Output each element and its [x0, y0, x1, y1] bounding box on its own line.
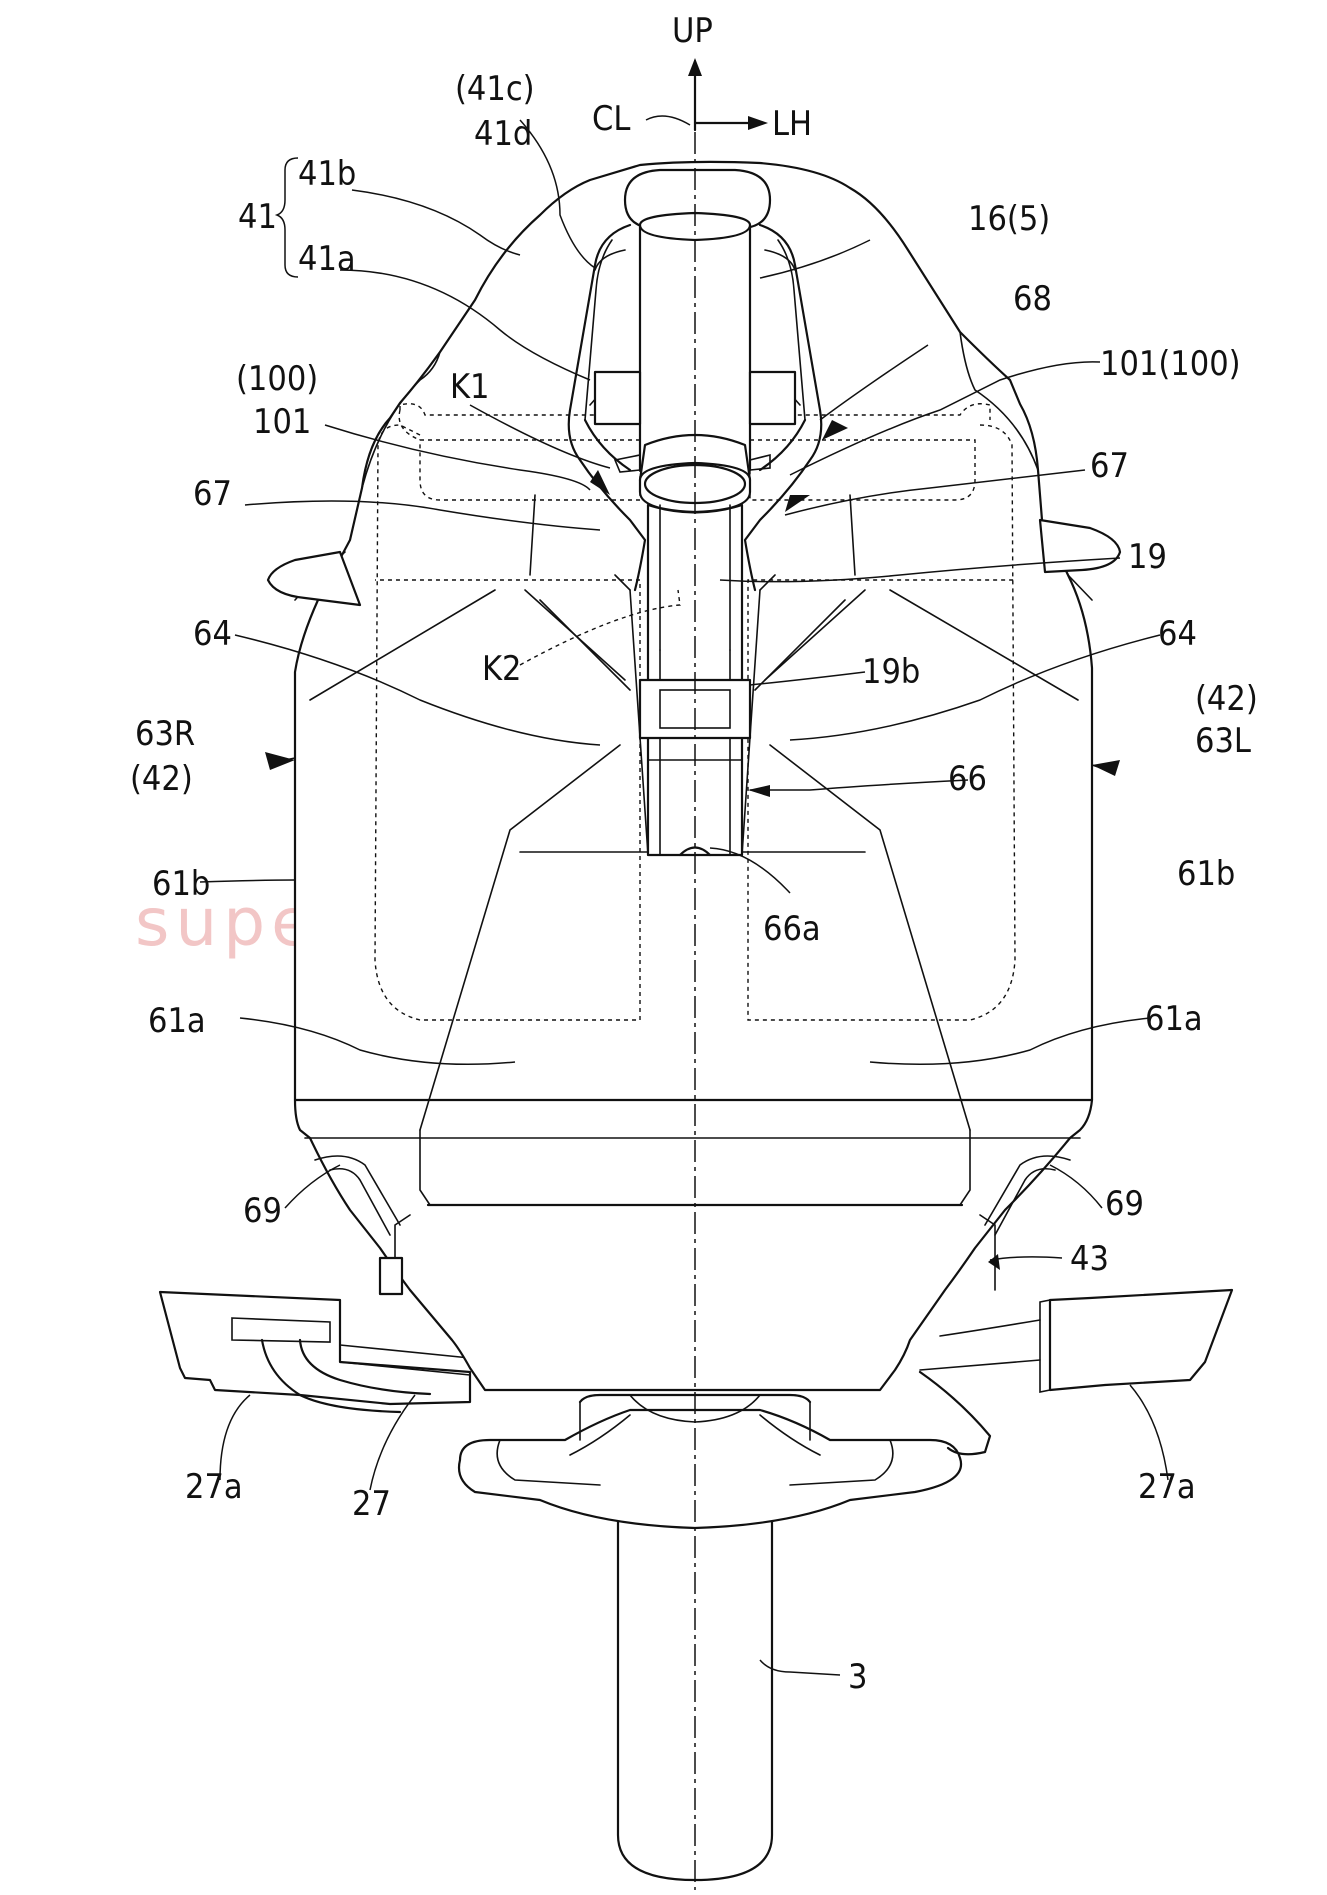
label-67-right: 67 [1090, 446, 1129, 486]
label-41a: 41a [298, 239, 356, 279]
label-63r: 63R [135, 714, 195, 754]
label-64-right: 64 [1158, 614, 1197, 654]
label-27: 27 [352, 1484, 391, 1524]
label-61b-right: 61b [1177, 854, 1235, 894]
label-64-left: 64 [193, 614, 232, 654]
label-cl: CL [592, 99, 630, 139]
label-101-left: 101 [253, 402, 311, 442]
label-19b: 19b [862, 652, 920, 692]
label-41: 41 [238, 197, 277, 237]
label-27a-right: 27a [1138, 1467, 1196, 1507]
label-3: 3 [848, 1657, 867, 1697]
label-k1: K1 [450, 367, 490, 407]
label-69-left: 69 [243, 1191, 282, 1231]
label-41b: 41b [298, 154, 356, 194]
label-k2: K2 [482, 649, 522, 689]
label-27a-left: 27a [185, 1467, 243, 1507]
axis-indicator [688, 58, 768, 1890]
label-68: 68 [1013, 279, 1052, 319]
label-16: 16(5) [968, 199, 1050, 239]
label-101-100-right: 101(100) [1100, 344, 1241, 384]
label-61a-left: 61a [148, 1001, 206, 1041]
label-61a-right: 61a [1145, 999, 1203, 1039]
label-66: 66 [948, 759, 987, 799]
label-42-left: (42) [130, 759, 193, 799]
labels: UP CL LH (41c) 41d 41b 41 41a 16(5) 68 1… [130, 11, 1258, 1697]
label-lh: LH [772, 104, 812, 144]
hidden-outlines [374, 403, 1016, 1021]
label-up: UP [672, 11, 713, 51]
label-67-left: 67 [193, 474, 232, 514]
label-41c: (41c) [455, 69, 535, 109]
label-61b-left: 61b [152, 864, 210, 904]
label-66a: 66a [763, 909, 821, 949]
right-foot-part-27a [918, 1288, 1234, 1456]
label-100-left: (100) [236, 359, 318, 399]
label-41d: 41d [474, 114, 532, 154]
label-43: 43 [1070, 1239, 1109, 1279]
lower-frame [457, 1393, 963, 1530]
brace-41 [274, 157, 299, 278]
label-63l: 63L [1195, 721, 1251, 761]
right-wing [1038, 518, 1122, 574]
left-foot-part-27a [158, 1290, 472, 1414]
arrowheads [265, 420, 1120, 1270]
label-19: 19 [1128, 537, 1167, 577]
label-42-right: (42) [1195, 679, 1258, 719]
label-69-right: 69 [1105, 1184, 1144, 1224]
left-wing [266, 550, 362, 607]
